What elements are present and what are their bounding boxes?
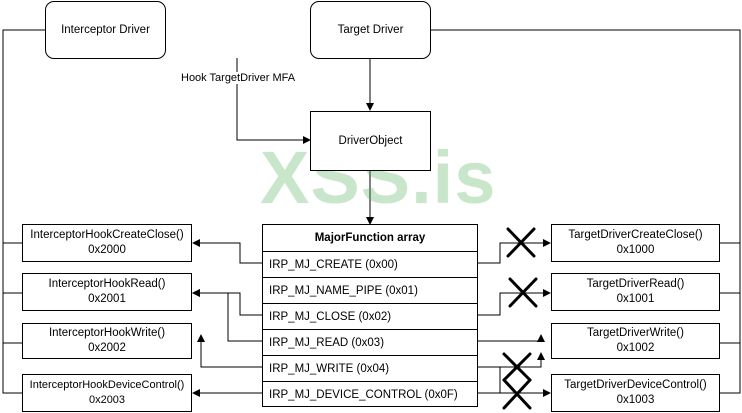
interceptor-hook-write: InterceptorHookWrite() 0x2002 bbox=[22, 323, 192, 359]
target-address: 0x1001 bbox=[616, 293, 655, 305]
mf-row-write: IRP_MJ_WRITE (0x04) bbox=[263, 355, 477, 381]
hook-name: InterceptorHookDeviceControl() bbox=[29, 379, 185, 391]
cross-mark-read bbox=[508, 277, 538, 308]
mf-row-device-control: IRP_MJ_DEVICE_CONTROL (0x0F) bbox=[263, 381, 477, 407]
interceptor-driver-node: Interceptor Driver bbox=[45, 1, 166, 59]
cross-mark-create-close bbox=[506, 227, 536, 258]
hook-mfa-arrow bbox=[236, 58, 311, 144]
target-driver-label: Target Driver bbox=[337, 23, 404, 36]
interceptor-hook-device-control: InterceptorHookDeviceControl() 0x2003 bbox=[22, 374, 192, 412]
interceptor-hook-read: InterceptorHookRead() 0x2001 bbox=[22, 273, 192, 311]
target-name: TargetDriverDeviceControl() bbox=[564, 379, 707, 391]
major-function-title: MajorFunction array bbox=[314, 232, 426, 244]
cross-mark-write bbox=[502, 352, 532, 382]
mf-row-read: IRP_MJ_READ (0x03) bbox=[263, 329, 477, 355]
target-name: TargetDriverWrite() bbox=[587, 327, 684, 339]
target-device-control: TargetDriverDeviceControl() 0x1003 bbox=[551, 374, 720, 412]
hook-address: 0x2001 bbox=[88, 293, 126, 305]
hook-address: 0x2003 bbox=[88, 394, 126, 406]
target-name: TargetDriverCreateClose() bbox=[568, 229, 703, 241]
hook-name: InterceptorHookWrite() bbox=[48, 327, 166, 339]
target-driver-node: Target Driver bbox=[310, 1, 431, 59]
interceptor-hook-create-close: InterceptorHookCreateClose() 0x2000 bbox=[22, 224, 192, 262]
hook-address: 0x2002 bbox=[88, 342, 126, 354]
hook-address: 0x2000 bbox=[88, 244, 126, 256]
target-name: TargetDriverRead() bbox=[586, 278, 685, 290]
major-function-array: MajorFunction array IRP_MJ_CREATE (0x00)… bbox=[262, 224, 478, 407]
target-address: 0x1000 bbox=[616, 244, 655, 256]
target-create-close: TargetDriverCreateClose() 0x1000 bbox=[551, 224, 720, 262]
target-write: TargetDriverWrite() 0x1002 bbox=[551, 323, 720, 359]
hook-name: InterceptorHookCreateClose() bbox=[30, 229, 184, 241]
mf-row-name-pipe: IRP_MJ_NAME_PIPE (0x01) bbox=[263, 277, 477, 303]
target-address: 0x1002 bbox=[616, 342, 655, 354]
interceptor-driver-label: Interceptor Driver bbox=[61, 23, 150, 36]
target-read: TargetDriverRead() 0x1001 bbox=[551, 273, 720, 311]
driver-object-label: DriverObject bbox=[338, 134, 403, 147]
hook-mfa-label: Hook TargetDriver MFA bbox=[180, 72, 297, 84]
hook-name: InterceptorHookRead() bbox=[48, 278, 166, 290]
target-address: 0x1003 bbox=[616, 394, 655, 406]
driver-object-node: DriverObject bbox=[310, 111, 431, 171]
mf-row-create: IRP_MJ_CREATE (0x00) bbox=[263, 251, 477, 277]
cross-mark-device-control bbox=[502, 378, 532, 410]
mf-row-close: IRP_MJ_CLOSE (0x02) bbox=[263, 303, 477, 329]
target-right-spine bbox=[430, 29, 741, 394]
interceptor-left-spine bbox=[2, 29, 45, 394]
